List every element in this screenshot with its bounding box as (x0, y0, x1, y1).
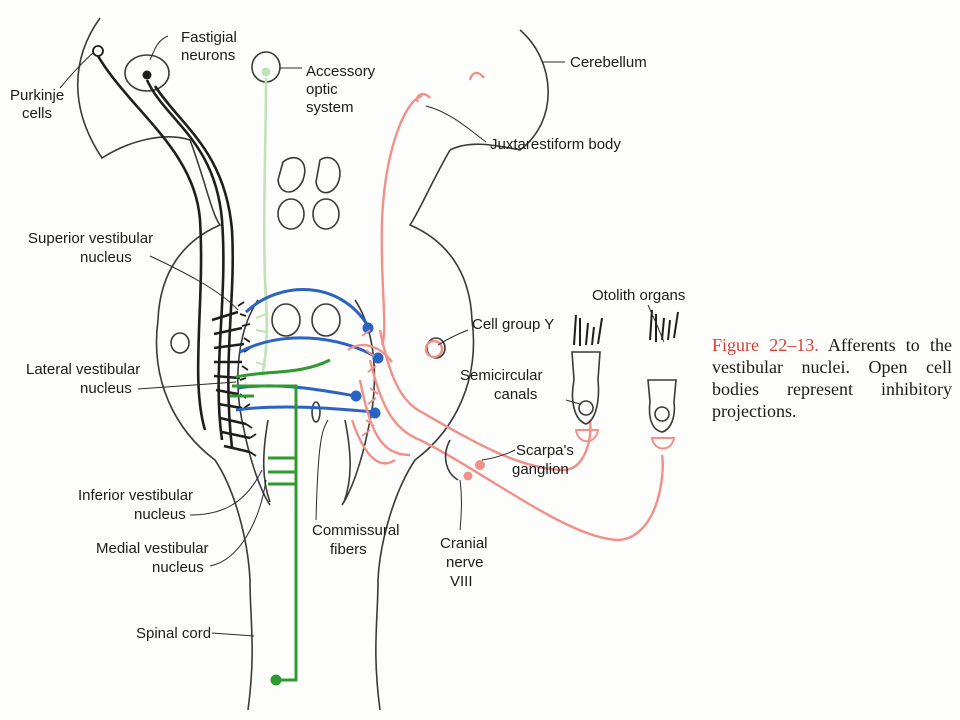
figure-caption: Figure 22–13. Afferents to the vestibula… (712, 334, 952, 422)
otolith-organ-receptor (647, 309, 679, 450)
label-spinal-cord: Spinal cord (136, 625, 211, 642)
fastigial-neuron-body (142, 70, 152, 80)
semicircular-canal-receptor (571, 314, 603, 443)
vestibular-nerve-fibers (347, 71, 664, 542)
accessory-optic-pathway (251, 51, 281, 376)
label-cerebellum: Cerebellum (570, 54, 647, 71)
spinal-green-fibers (230, 358, 331, 686)
label-leader-lines (59, 35, 665, 637)
receptor-hair-cells (571, 309, 679, 450)
purkinje-cell-body (92, 45, 104, 57)
blue-commissural-fibers (235, 288, 384, 419)
caption-figure-number: Figure 22–13. (712, 335, 819, 355)
fastigial-tract (92, 45, 257, 457)
caption-text: Afferents to the vestibular nuclei. Open… (712, 335, 952, 421)
label-juxtarestiform: Juxtarestiform body (490, 136, 621, 153)
spinal-green-terminal (270, 674, 282, 686)
label-otolith-organs: Otolith organs (592, 287, 685, 304)
label-cell-group-y: Cell group Y (472, 316, 554, 333)
brainstem-outline (77, 17, 549, 711)
